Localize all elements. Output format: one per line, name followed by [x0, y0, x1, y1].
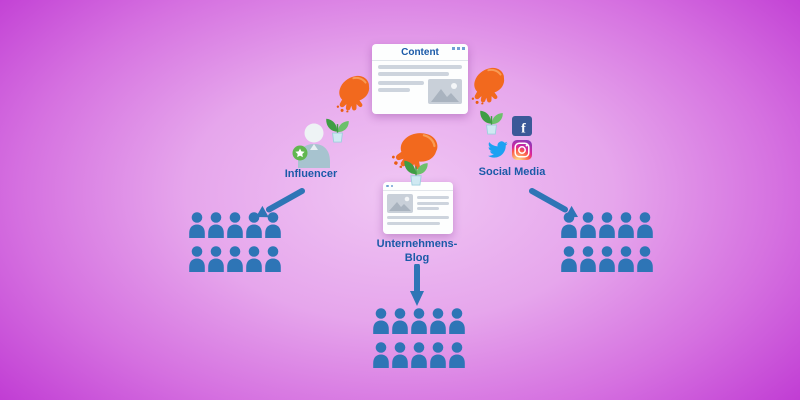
star-badge-icon: [292, 145, 308, 161]
blog-window-titlebar: [383, 182, 453, 191]
text-line: [378, 65, 462, 69]
text-line: [417, 196, 449, 199]
image-placeholder-icon: [428, 79, 462, 104]
seedling-icon: [403, 160, 429, 186]
svg-text:f: f: [521, 122, 526, 137]
arrow-influencer-to-audience-icon: [256, 188, 305, 218]
text-line: [378, 81, 424, 85]
seedling-icon: [479, 109, 504, 135]
text-line: [417, 207, 440, 210]
seeding-hand-icon: [333, 74, 372, 114]
image-placeholder-icon: [387, 194, 413, 213]
influencer-person-icon: [292, 123, 330, 168]
text-line: [378, 72, 450, 76]
social-media-label: Social Media: [478, 166, 546, 178]
facebook-icon: f: [512, 116, 532, 136]
content-window: Content: [372, 44, 468, 114]
blog-label: Unternehmens- Blog: [376, 238, 458, 265]
blog-window-body: [383, 191, 453, 230]
blog-window: [383, 182, 453, 234]
instagram-icon: [512, 140, 532, 160]
audience-crowd-bottom-icon: [373, 308, 465, 368]
text-line: [387, 221, 440, 225]
text-line: [417, 201, 449, 205]
twitter-icon: [487, 141, 508, 158]
text-line: [387, 216, 449, 219]
seeding-hand-icon: [468, 66, 507, 106]
content-window-titlebar: Content: [372, 44, 468, 61]
influencer-label: Influencer: [284, 168, 338, 180]
content-title: Content: [401, 46, 439, 58]
window-controls-icon: [452, 47, 465, 50]
audience-crowd-left-icon: [189, 212, 281, 272]
text-line: [378, 88, 411, 92]
audience-crowd-right-icon: [561, 212, 653, 272]
arrow-blog-to-audience-icon: [410, 264, 424, 306]
content-window-body: [372, 61, 468, 104]
